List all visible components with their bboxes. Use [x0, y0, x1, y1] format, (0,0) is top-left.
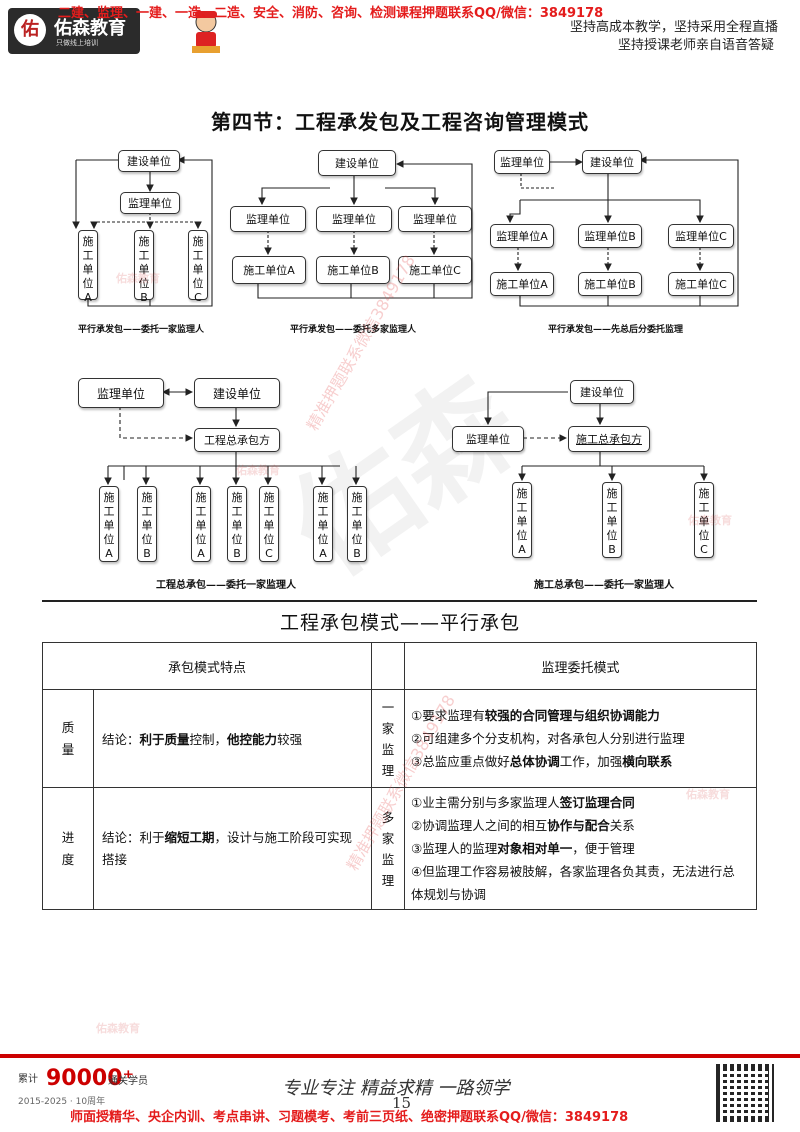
d5-contractor-b: 施工单位B	[602, 482, 622, 558]
d1-contractor-b: 施工单位B	[134, 230, 154, 300]
d3-owner-box: 建设单位	[582, 150, 642, 174]
row-label-schedule: 进度	[43, 788, 94, 910]
d5-contractor-a: 施工单位A	[512, 482, 532, 558]
d4-contractor-2: 施工单位B	[137, 486, 157, 562]
d1-supervisor-box: 监理单位	[120, 192, 180, 214]
list-item: ②协调监理人之间的相互协作与配合关系	[411, 814, 746, 837]
watermark-logo-5: 佑森教育	[96, 1020, 140, 1036]
watermark-logo-2: 佑森教育	[116, 270, 160, 286]
watermark-logo-3: 佑森教育	[688, 512, 732, 528]
d5-supervisor-box: 监理单位	[452, 426, 524, 452]
qr-code-pattern	[722, 1070, 768, 1116]
d1-owner-box: 建设单位	[118, 150, 180, 172]
d5-general-contractor: 施工总承包方	[568, 426, 650, 452]
d4-supervisor-box: 监理单位	[78, 378, 164, 408]
table-top-rule	[42, 600, 757, 602]
d4-contractor-6: 施工单位A	[313, 486, 333, 562]
footer-count-prefix: 累计	[18, 1070, 38, 1085]
d2-supervisor-1: 监理单位	[230, 206, 306, 232]
d5-caption: 施工总承包——委托一家监理人	[534, 576, 674, 591]
d1-contractor-a: 施工单位A	[78, 230, 98, 300]
d1-contractor-c: 施工单位C	[188, 230, 208, 300]
schedule-conclusion: 结论：利于缩短工期，设计与施工阶段可实现搭接	[94, 788, 372, 910]
d3-supervisor-c: 监理单位C	[668, 224, 734, 248]
quality-conclusion: 结论：利于质量控制，他控能力较强	[94, 690, 372, 788]
d3-general-supervisor: 监理单位	[494, 150, 550, 174]
table-header-right: 监理委托模式	[405, 643, 757, 690]
d2-supervisor-2: 监理单位	[316, 206, 392, 232]
footer-rule	[0, 1054, 800, 1058]
list-item: ④但监理工作容易被肢解，各家监理各负其责，无法进行总体规划与协调	[411, 860, 746, 906]
d3-supervisor-b: 监理单位B	[578, 224, 642, 248]
table-header-gap	[372, 643, 405, 690]
table-title: 工程承包模式——平行承包	[0, 608, 800, 635]
d5-owner-box: 建设单位	[570, 380, 634, 404]
d2-contractor-a: 施工单位A	[232, 256, 306, 284]
d4-contractor-4: 施工单位B	[227, 486, 247, 562]
d4-contractor-3: 施工单位A	[191, 486, 211, 562]
d3-contractor-a: 施工单位A	[490, 272, 554, 296]
d4-owner-box: 建设单位	[194, 378, 280, 408]
d4-contractor-5: 施工单位C	[259, 486, 279, 562]
footer-count-suffix: 通关学员	[108, 1072, 148, 1087]
watermark-logo-1: 佑森教育	[236, 462, 280, 478]
row-label-quality: 质量	[43, 690, 94, 788]
list-item: ③总监应重点做好总体协调工作，加强横向联系	[411, 750, 755, 773]
d4-caption: 工程总承包——委托一家监理人	[156, 576, 296, 591]
multi-supervision-list: ①业主需分别与多家监理人签订监理合同 ②协调监理人之间的相互协作与配合关系 ③监…	[405, 788, 757, 910]
d4-general-contractor: 工程总承包方	[194, 428, 280, 452]
d2-owner-box: 建设单位	[318, 150, 396, 176]
footer-ad-text: 师面授精华、央企内训、考点串讲、习题模考、考前三页纸、绝密押题联系QQ/微信：3…	[70, 1106, 628, 1125]
d3-supervisor-a: 监理单位A	[490, 224, 554, 248]
list-item: ③监理人的监理对象相对单一，便于管理	[411, 837, 746, 860]
d2-contractor-b: 施工单位B	[316, 256, 390, 284]
d4-contractor-7: 施工单位B	[347, 486, 367, 562]
d1-caption: 平行承发包——委托一家监理人	[78, 322, 204, 335]
d3-contractor-b: 施工单位B	[578, 272, 642, 296]
d2-supervisor-3: 监理单位	[398, 206, 472, 232]
watermark-logo-4: 佑森教育	[686, 786, 730, 802]
table-header-left: 承包模式特点	[43, 643, 372, 690]
list-item: ①要求监理有较强的合同管理与组织协调能力	[411, 704, 755, 727]
d4-contractor-1: 施工单位A	[99, 486, 119, 562]
d3-caption: 平行承发包——先总后分委托监理	[548, 322, 683, 335]
diagram-connectors	[0, 0, 800, 600]
list-item: ②可组建多个分支机构，对各承包人分别进行监理	[411, 727, 755, 750]
d3-contractor-c: 施工单位C	[668, 272, 734, 296]
